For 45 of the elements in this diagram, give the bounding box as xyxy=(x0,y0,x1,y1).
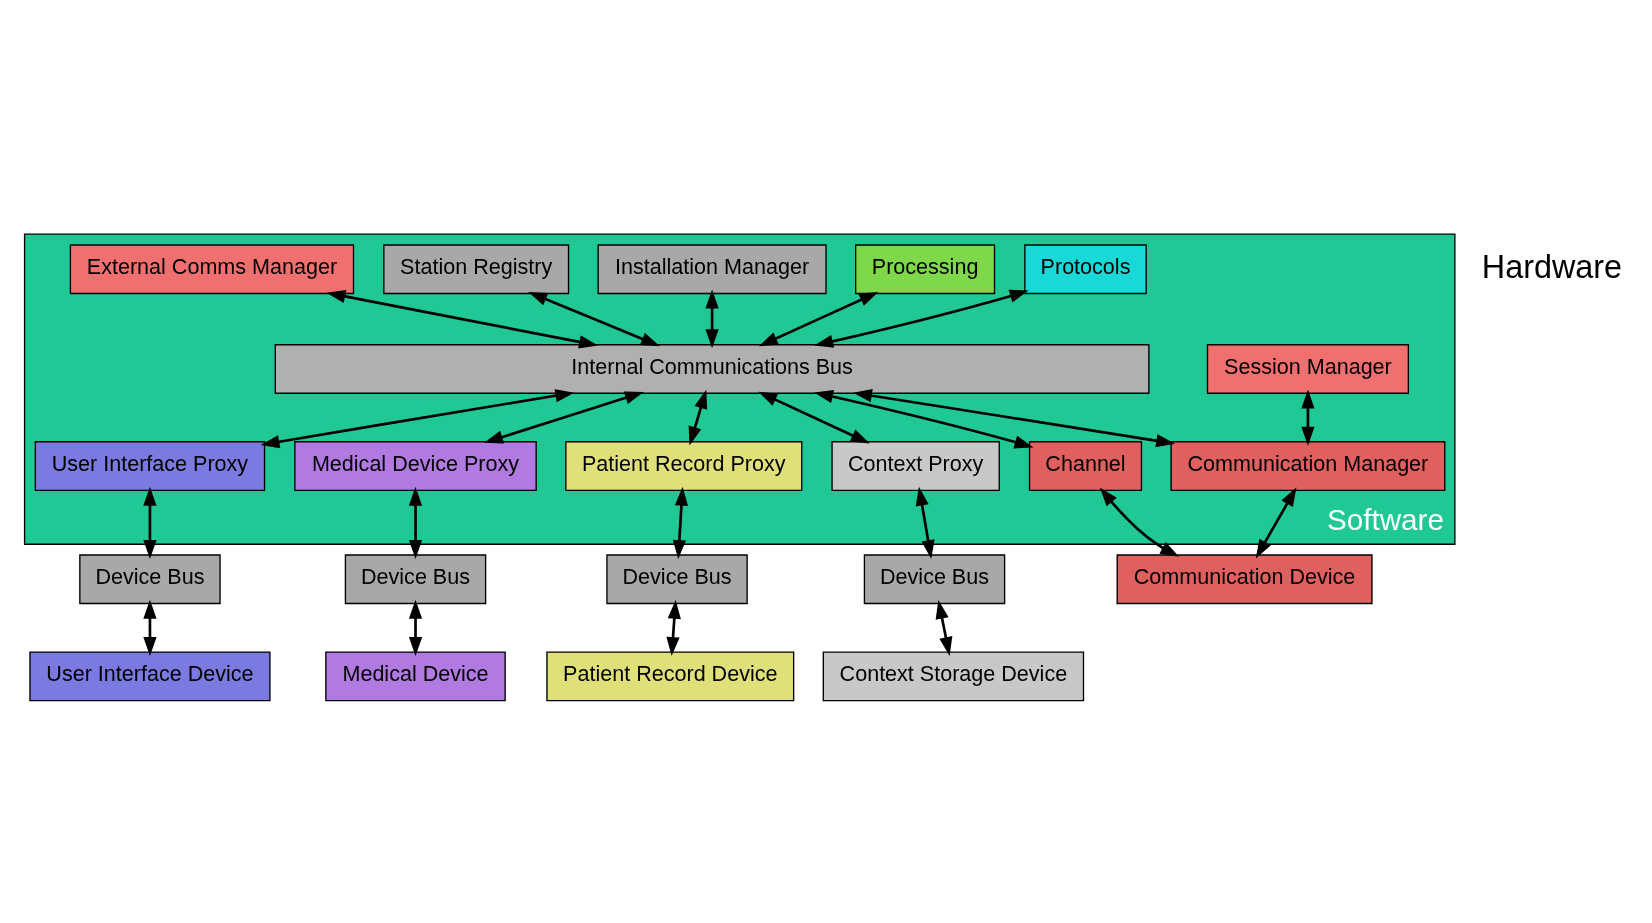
arrow xyxy=(484,390,644,443)
node-box: Patient Record Device xyxy=(546,650,795,701)
arrow xyxy=(143,486,157,559)
arrow xyxy=(758,391,870,443)
node-box: Station Registry xyxy=(383,243,570,294)
node-box: Patient Record Proxy xyxy=(565,440,803,491)
node-box: Device Bus xyxy=(606,553,748,604)
arrow xyxy=(1099,486,1180,557)
arrow xyxy=(260,388,575,448)
node-box: Communication Device xyxy=(1116,553,1373,604)
arrow xyxy=(408,599,423,656)
arrow xyxy=(1301,389,1315,446)
node-box: Session Manager xyxy=(1206,343,1410,394)
node-box: Device Bus xyxy=(344,553,487,604)
arrow xyxy=(1255,486,1297,558)
node-box: Protocols xyxy=(1024,243,1147,294)
node-box: User Interface Device xyxy=(29,650,271,701)
arrow xyxy=(666,599,681,656)
arrow xyxy=(758,291,879,346)
arrow xyxy=(326,289,598,348)
node-box: Medical Device Proxy xyxy=(294,440,537,491)
node-box: Internal Communications Bus xyxy=(274,343,1150,394)
arrow xyxy=(814,389,1034,448)
node-box: Processing xyxy=(855,243,996,294)
node-box: Installation Manager xyxy=(597,243,827,294)
node-box: Medical Device xyxy=(325,650,506,701)
arrow xyxy=(672,486,689,559)
node-box: Context Proxy xyxy=(831,440,1000,491)
arrow xyxy=(935,599,953,656)
arrow xyxy=(814,289,1029,348)
arrow xyxy=(915,486,935,559)
arrow xyxy=(705,289,719,348)
arrow xyxy=(143,599,157,656)
arrow xyxy=(408,486,423,559)
arrow xyxy=(853,388,1176,447)
node-box: User Interface Proxy xyxy=(34,440,266,491)
node-box: External Comms Manager xyxy=(69,243,355,294)
node-box: Channel xyxy=(1028,440,1143,491)
node-box: Device Bus xyxy=(863,553,1006,604)
node-box: Communication Manager xyxy=(1170,440,1446,491)
label: Hardware xyxy=(1481,248,1623,285)
node-box: Context Storage Device xyxy=(822,650,1085,701)
arrow xyxy=(528,291,660,346)
arrow xyxy=(688,389,708,446)
node-box: Device Bus xyxy=(79,553,221,604)
